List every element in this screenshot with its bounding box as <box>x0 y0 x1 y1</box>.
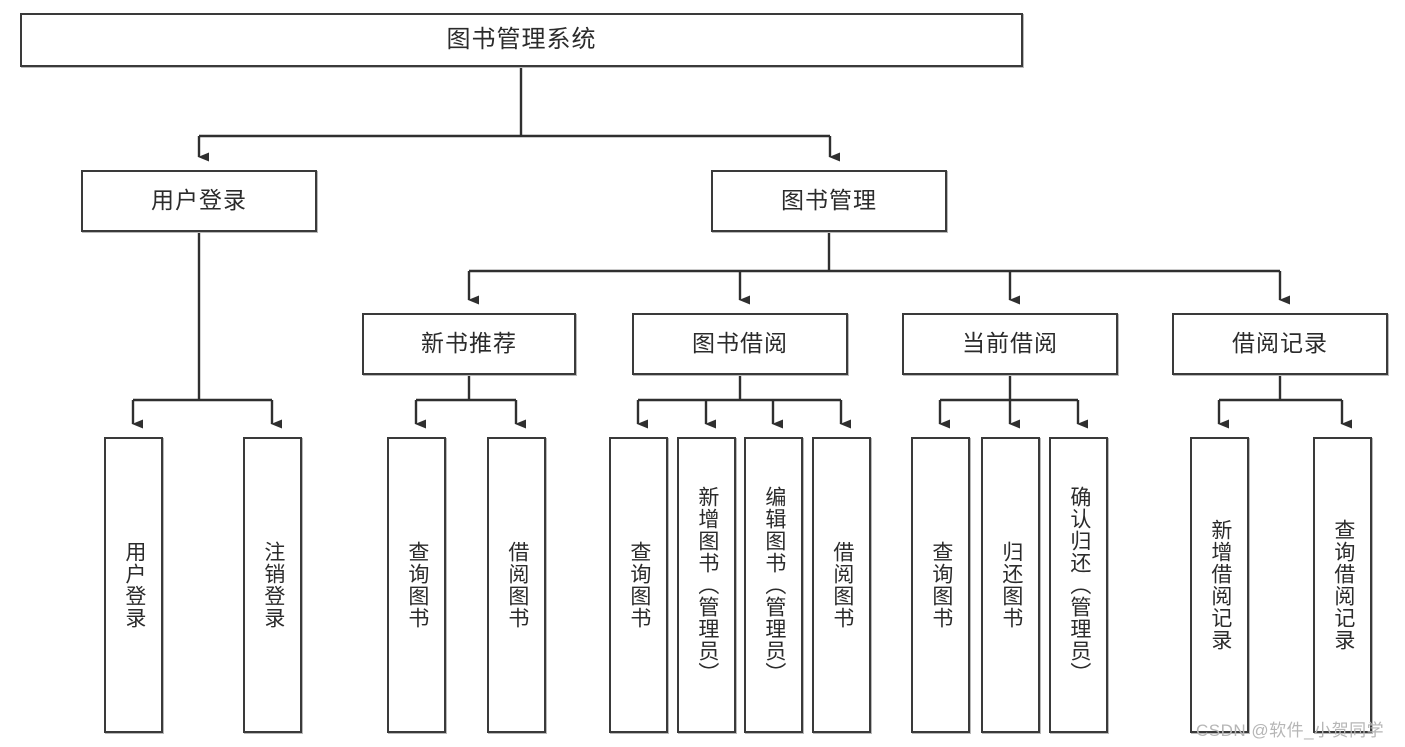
node-leaf-query-book-3[interactable]: 查询图书 <box>911 437 970 733</box>
node-leaf-query-book-1[interactable]: 查询图书 <box>387 437 446 733</box>
node-leaf-add-book[interactable]: 新增图书（管理员） <box>677 437 736 733</box>
node-leaf-return-book-label: 归还图书 <box>999 541 1023 629</box>
node-leaf-return-book[interactable]: 归还图书 <box>981 437 1040 733</box>
node-current-borrow[interactable]: 当前借阅 <box>902 313 1118 375</box>
node-user-login[interactable]: 用户登录 <box>81 170 317 232</box>
node-leaf-query-record-label: 查询借阅记录 <box>1331 519 1355 651</box>
node-user-login-label: 用户登录 <box>151 187 247 214</box>
node-leaf-edit-book[interactable]: 编辑图书（管理员） <box>744 437 803 733</box>
node-leaf-user-login-label: 用户登录 <box>122 541 146 629</box>
node-leaf-edit-book-label: 编辑图书（管理员） <box>762 486 786 684</box>
node-root[interactable]: 图书管理系统 <box>20 13 1023 67</box>
node-leaf-add-record-label: 新增借阅记录 <box>1208 519 1232 651</box>
node-leaf-borrow-book-1[interactable]: 借阅图书 <box>487 437 546 733</box>
node-new-book-rec[interactable]: 新书推荐 <box>362 313 576 375</box>
node-leaf-query-book-3-label: 查询图书 <box>929 541 953 629</box>
node-leaf-user-logout-label: 注销登录 <box>261 541 285 629</box>
node-book-borrow-label: 图书借阅 <box>692 330 788 357</box>
node-leaf-borrow-book-1-label: 借阅图书 <box>505 541 529 629</box>
node-leaf-query-book-2-label: 查询图书 <box>627 541 651 629</box>
node-leaf-query-record[interactable]: 查询借阅记录 <box>1313 437 1372 733</box>
node-leaf-user-login[interactable]: 用户登录 <box>104 437 163 733</box>
node-book-manage-label: 图书管理 <box>781 187 877 214</box>
node-current-borrow-label: 当前借阅 <box>962 330 1058 357</box>
node-leaf-borrow-book-2-label: 借阅图书 <box>830 541 854 629</box>
node-leaf-confirm-return-label: 确认归还（管理员） <box>1067 486 1091 684</box>
node-borrow-record[interactable]: 借阅记录 <box>1172 313 1388 375</box>
node-root-label: 图书管理系统 <box>446 25 597 53</box>
node-leaf-user-logout[interactable]: 注销登录 <box>243 437 302 733</box>
node-leaf-confirm-return[interactable]: 确认归还（管理员） <box>1049 437 1108 733</box>
node-leaf-query-book-1-label: 查询图书 <box>405 541 429 629</box>
node-leaf-add-book-label: 新增图书（管理员） <box>695 486 719 684</box>
node-book-borrow[interactable]: 图书借阅 <box>632 313 848 375</box>
node-book-manage[interactable]: 图书管理 <box>711 170 947 232</box>
node-borrow-record-label: 借阅记录 <box>1232 330 1328 357</box>
node-leaf-query-book-2[interactable]: 查询图书 <box>609 437 668 733</box>
node-leaf-borrow-book-2[interactable]: 借阅图书 <box>812 437 871 733</box>
node-new-book-rec-label: 新书推荐 <box>421 330 517 357</box>
node-leaf-add-record[interactable]: 新增借阅记录 <box>1190 437 1249 733</box>
